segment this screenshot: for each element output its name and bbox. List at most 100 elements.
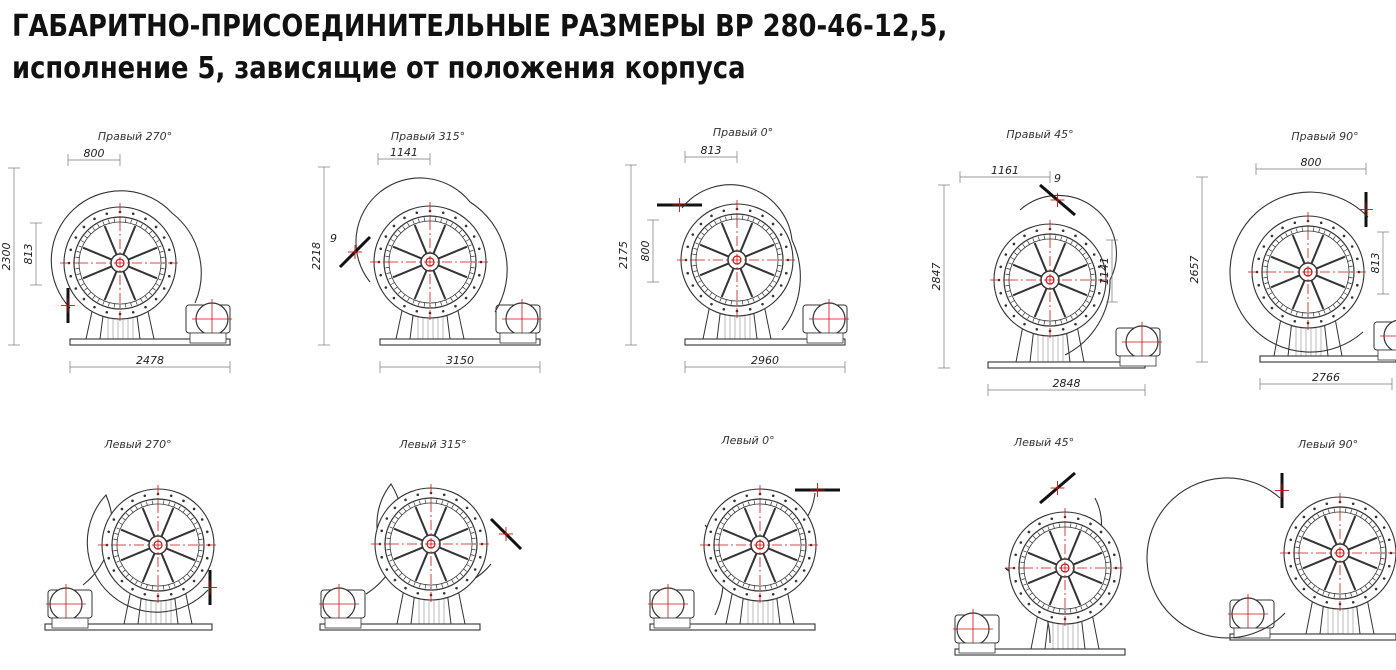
bolt-hole — [112, 569, 116, 572]
blade — [190, 569, 194, 573]
bolt-hole — [1294, 577, 1298, 580]
motor — [46, 584, 93, 629]
blade — [435, 302, 437, 307]
bolt-hole — [454, 304, 457, 308]
bolt-hole — [385, 568, 389, 571]
blade — [465, 282, 470, 285]
blade — [1355, 511, 1358, 516]
spoke — [699, 243, 730, 258]
blade — [776, 248, 781, 250]
bolt-hole — [691, 233, 695, 236]
spoke — [414, 506, 429, 537]
blade — [1348, 265, 1353, 267]
blade — [697, 237, 702, 240]
blade — [1368, 581, 1373, 586]
bolt-hole — [69, 248, 73, 252]
spoke — [433, 551, 448, 582]
view-label: Правый 0° — [713, 126, 773, 139]
spoke — [432, 269, 447, 300]
bolt-hole — [1004, 304, 1008, 307]
blade — [772, 237, 777, 240]
blade — [451, 579, 454, 584]
bolt-hole — [1097, 291, 1101, 295]
motor-foot — [1119, 355, 1157, 367]
blade — [1032, 317, 1035, 322]
fan-view-left-45: Левый 45° — [953, 436, 1126, 656]
blade — [1332, 236, 1336, 240]
blade — [408, 504, 411, 509]
bolt-hole — [761, 214, 764, 218]
blade — [1014, 252, 1018, 256]
spoke — [165, 547, 196, 562]
blade — [130, 577, 134, 581]
blade — [1296, 563, 1301, 565]
spoke — [433, 506, 448, 537]
bolt-hole — [1257, 283, 1261, 287]
bolt-hole — [478, 555, 482, 559]
bolt-hole — [169, 494, 173, 498]
bolt-hole — [105, 212, 109, 216]
blade — [97, 223, 100, 228]
bolt-hole — [1107, 541, 1111, 544]
blade — [1272, 244, 1276, 248]
dim-outlet-width-value: 800 — [1301, 156, 1322, 169]
blade — [389, 559, 394, 562]
spoke — [722, 528, 753, 543]
blade — [1377, 535, 1382, 538]
spoke — [103, 225, 118, 256]
blade — [446, 581, 449, 586]
blade — [470, 255, 475, 257]
bolt-hole — [1074, 234, 1077, 238]
spoke — [744, 262, 775, 277]
blade — [114, 533, 119, 535]
blade — [97, 298, 100, 303]
blade — [1097, 592, 1101, 596]
blade — [92, 227, 96, 231]
blade — [780, 505, 783, 510]
blade — [1263, 277, 1268, 279]
blade — [108, 302, 110, 307]
blade — [1375, 530, 1380, 533]
blade — [1323, 230, 1326, 235]
blade — [76, 273, 81, 275]
blade — [1070, 523, 1072, 528]
bolt-hole — [748, 307, 752, 311]
bolt-hole — [745, 494, 749, 498]
blade — [75, 256, 80, 258]
bolt-hole — [107, 530, 111, 534]
blade — [1312, 585, 1316, 589]
bolt-hole — [385, 517, 389, 520]
base-plate — [1259, 355, 1396, 363]
motor-foot — [324, 617, 362, 629]
bolt-hole — [112, 518, 116, 521]
blade — [386, 272, 391, 274]
bolt-hole — [1313, 507, 1316, 511]
bolt-hole — [1027, 530, 1031, 534]
spoke — [122, 225, 137, 256]
blade — [80, 240, 85, 243]
blade — [445, 299, 448, 304]
blade — [1085, 603, 1088, 608]
blade — [1022, 312, 1026, 316]
blade — [75, 268, 80, 270]
fan-view-left-315: Левый 315° — [319, 438, 523, 631]
blade — [391, 521, 396, 524]
bolt-hole — [200, 569, 204, 572]
bolt-hole — [1092, 304, 1096, 307]
blade — [418, 301, 420, 306]
bolt-hole — [1325, 600, 1329, 604]
spoke — [1052, 287, 1067, 318]
bolt-hole — [131, 499, 134, 503]
blade — [462, 234, 466, 238]
motor — [319, 584, 366, 629]
view-label: Правый 315° — [391, 130, 465, 143]
blade — [776, 270, 781, 272]
blade — [1350, 592, 1352, 597]
bolt-hole — [403, 304, 406, 308]
blade — [1290, 230, 1293, 235]
blade — [718, 560, 723, 563]
bolt-hole — [1351, 502, 1355, 506]
blade — [715, 550, 720, 552]
blade — [1272, 296, 1276, 300]
blade — [752, 218, 755, 223]
